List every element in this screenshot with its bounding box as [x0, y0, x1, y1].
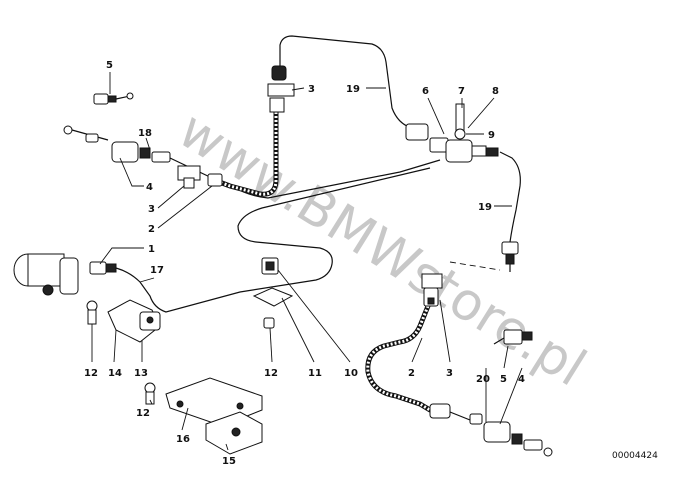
callout-12-bottom: 12	[136, 408, 150, 419]
brake-line-lower	[115, 167, 431, 313]
part-6-distributor	[405, 103, 499, 163]
part-3-bracket-left	[177, 165, 223, 189]
part-20-line-right	[429, 403, 553, 457]
callout-16: 16	[176, 434, 190, 445]
callout-3-right: 3	[446, 368, 453, 379]
callout-5-right: 5	[500, 374, 507, 385]
callout-10: 10	[344, 368, 358, 379]
part-12-bolt-left	[86, 300, 98, 325]
part-1-valve	[13, 253, 117, 296]
part-12-bolt-bottom	[144, 382, 156, 405]
callout-3-top: 3	[308, 84, 315, 95]
part-15-block	[205, 411, 263, 455]
leader-lines	[91, 72, 523, 451]
callout-15: 15	[222, 456, 236, 467]
callout-6: 6	[422, 86, 429, 97]
brake-line-top	[279, 35, 413, 129]
part-5-sensor-right	[493, 329, 533, 345]
callout-9: 9	[488, 130, 495, 141]
part-11-bracket	[252, 287, 294, 329]
part-5-sensor-top	[93, 92, 134, 105]
callout-19-right: 19	[478, 202, 492, 213]
brake-line-right	[499, 151, 521, 243]
callout-8: 8	[492, 86, 499, 97]
callout-1: 1	[148, 244, 155, 255]
callout-17: 17	[150, 265, 164, 276]
part-3-bracket-top	[267, 65, 295, 113]
callout-19-top: 19	[346, 84, 360, 95]
callout-7: 7	[458, 86, 465, 97]
part-19-fitting	[501, 241, 519, 272]
callout-2-left: 2	[148, 224, 155, 235]
callout-20: 20	[476, 374, 490, 385]
callout-4-left: 4	[146, 182, 153, 193]
drawing-code: 00004424	[612, 451, 658, 461]
callout-18: 18	[138, 128, 152, 139]
callout-2-right: 2	[408, 368, 415, 379]
part-10-clip	[261, 257, 279, 275]
callout-12-left: 12	[84, 368, 98, 379]
callout-4-right: 4	[518, 374, 525, 385]
watermark: www.BMWstore.pl	[168, 100, 596, 398]
callout-13: 13	[134, 368, 148, 379]
part-3-bracket-right	[421, 273, 443, 307]
callout-5-top: 5	[106, 60, 113, 71]
callout-12-middle: 12	[264, 368, 278, 379]
callout-14: 14	[108, 368, 122, 379]
reference-dash	[449, 261, 501, 271]
part-18-line-left	[63, 125, 213, 179]
callout-3-left: 3	[148, 204, 155, 215]
callout-11: 11	[308, 368, 322, 379]
